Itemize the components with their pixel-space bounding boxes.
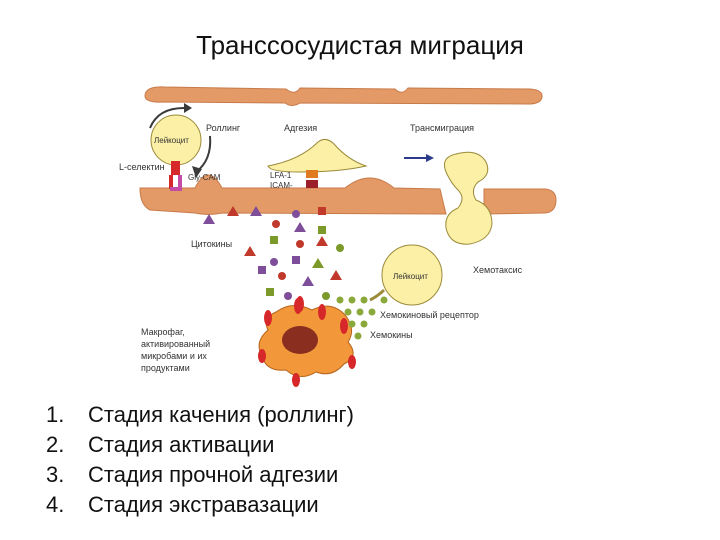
label-icam: ICAM- [270, 181, 293, 190]
stages-list: 1. Стадия качения (роллинг) 2. Стадия ак… [46, 400, 354, 520]
list-item-number: 1. [46, 402, 65, 427]
label-chemotaxis: Хемотаксис [473, 265, 523, 275]
leukocyte-transmigrating [443, 151, 493, 245]
label-macrophage-line-2: активированный [141, 339, 210, 349]
label-rolling: Роллинг [206, 123, 241, 133]
label-macrophage-line-4: продуктами [141, 363, 190, 373]
list-item-text: Стадия качения (роллинг) [88, 402, 354, 427]
list-item: 4. Стадия экстравазации [46, 490, 354, 520]
chemokine-particles [336, 296, 388, 340]
label-macrophage-line-3: микробами и их [141, 351, 207, 361]
label-lfa1: LFA-1 [270, 171, 292, 180]
macrophage-nucleus [282, 326, 318, 354]
chemokine-receptor [369, 288, 386, 302]
list-item-number: 3. [46, 462, 65, 487]
lower-endothelium-right [483, 188, 557, 215]
rolling-arrow-icon [149, 107, 185, 129]
l-selectin-marker [171, 161, 180, 175]
lower-endothelium [139, 174, 447, 215]
list-item: 2. Стадия активации [46, 430, 354, 460]
list-item-number: 4. [46, 492, 65, 517]
label-gly-cam: Gly-CAM [188, 173, 221, 182]
label-l-selectin: L-селектин [119, 162, 165, 172]
gly-cam-marker [170, 187, 182, 191]
leukocyte-chemotaxis [381, 244, 443, 306]
label-transmigration: Трансмиграция [410, 123, 474, 133]
label-cytokines: Цитокины [191, 239, 232, 249]
page-title: Трансcосудистая миграция [196, 30, 524, 60]
cytokine-particles [203, 206, 344, 314]
label-leukocyte-chemotaxis: Лейкоцит [393, 272, 428, 281]
leukocyte-adhesion [267, 138, 368, 173]
list-item-text: Стадия прочной адгезии [88, 462, 339, 487]
list-item-text: Стадия экстравазации [88, 492, 319, 517]
list-item-number: 2. [46, 432, 65, 457]
label-chemokine-receptor: Хемокиновый рецептор [380, 310, 479, 320]
list-item: 1. Стадия качения (роллинг) [46, 400, 354, 430]
icam-marker [306, 180, 318, 188]
label-leukocyte-rolling: Лейкоцит [154, 136, 189, 145]
label-adhesion: Адгезия [284, 123, 317, 133]
list-item-text: Стадия активации [88, 432, 275, 457]
label-macrophage-line-1: Макрофаг, [141, 327, 185, 337]
lfa1-marker [306, 170, 318, 178]
list-item: 3. Стадия прочной адгезии [46, 460, 354, 490]
upper-endothelium [144, 86, 543, 106]
label-chemokines: Хемокины [370, 330, 413, 340]
